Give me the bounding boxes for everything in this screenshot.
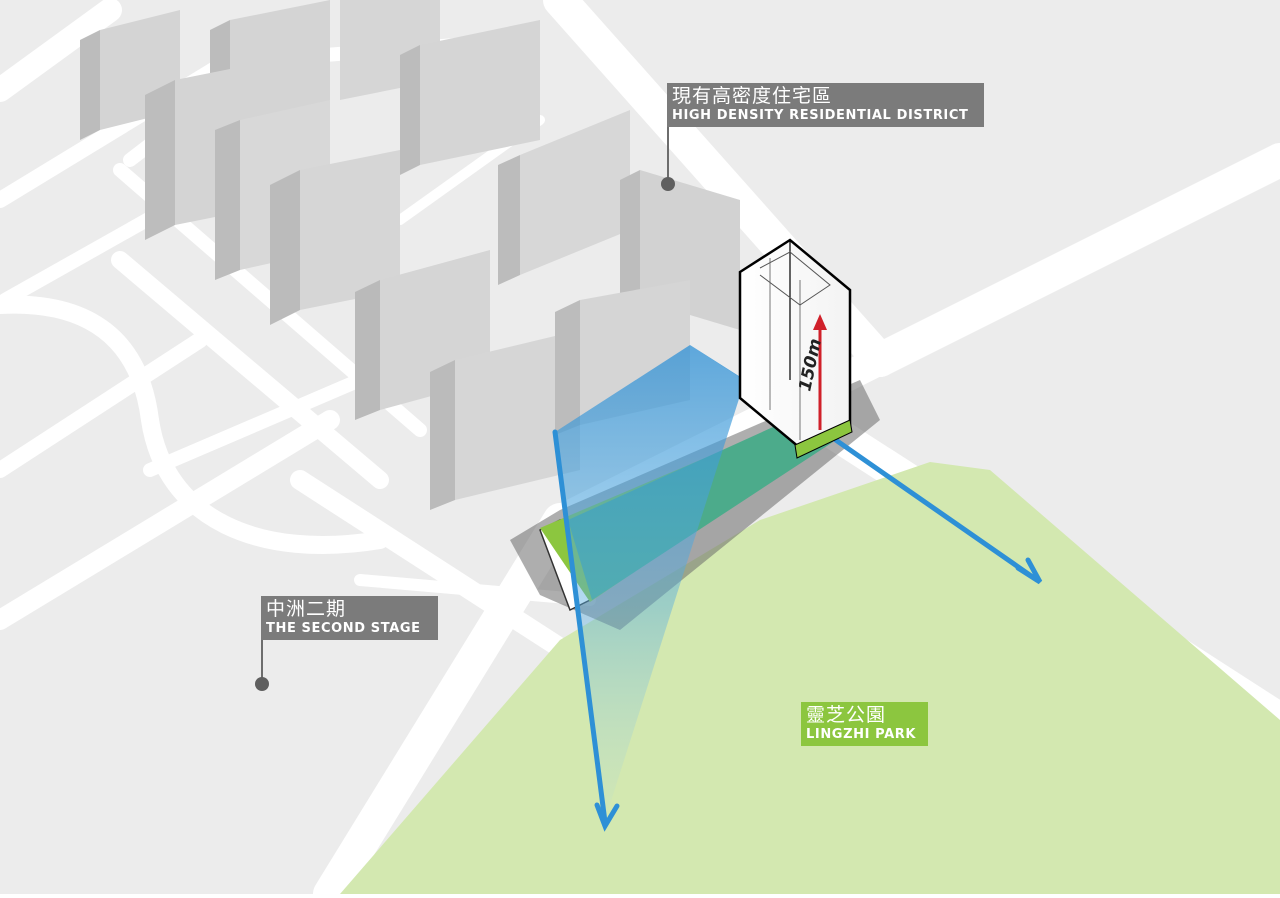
pin-dot-second-stage [255,677,269,691]
building [400,45,420,175]
tower-base [794,419,853,459]
lingzhi-park-label-en: LINGZHI PARK [806,726,917,742]
road-d [143,373,367,477]
building [620,170,640,310]
view-arrow-south [552,429,608,825]
building [430,360,455,510]
second-stage-label-en: THE SECOND STAGE [266,620,421,636]
height-arrow-head [813,314,827,330]
road-east-1 [863,143,1280,377]
residential-district-label: 現有高密度住宅區 HIGH DENSITY RESIDENTIAL DISTRI… [667,83,984,127]
building [555,300,580,435]
proposed-tower: 150m [738,238,853,459]
tower-roof [759,251,831,306]
label-pins [255,126,675,691]
residential-buildings [80,0,740,510]
building [80,30,100,140]
building [498,155,520,285]
lingzhi-park-label-zh: 靈芝公園 [806,704,887,726]
building [420,20,540,165]
lingzhi-park-label: 靈芝公園 LINGZHI PARK [801,702,928,746]
road-west-arc [0,295,389,554]
building [520,110,630,275]
view-cone-park-south [555,345,745,820]
residential-district-label-zh: 現有高密度住宅區 [672,85,833,107]
building [270,170,300,325]
road-west-2 [0,332,208,478]
second-stage-label: 中洲二期 THE SECOND STAGE [261,596,438,640]
residential-district-label-en: HIGH DENSITY RESIDENTIAL DISTRICT [672,107,969,123]
building [355,280,380,420]
building [215,120,240,280]
road-west-1 [0,410,340,630]
view-arrows [552,429,1043,832]
pin-dot-residential [661,177,675,191]
road-upper-left-diag [0,0,122,102]
view-arrow-south-head [594,802,620,832]
view-arrow-east [827,433,1040,583]
view-arrow-east-head [1015,557,1043,585]
road-south [313,503,577,898]
building [300,150,400,310]
second-stage-label-zh: 中洲二期 [266,598,347,620]
lingzhi-park-area [340,462,1280,894]
building [455,330,580,500]
building [145,80,175,240]
view-cones [555,345,1035,820]
road-b [111,251,389,489]
